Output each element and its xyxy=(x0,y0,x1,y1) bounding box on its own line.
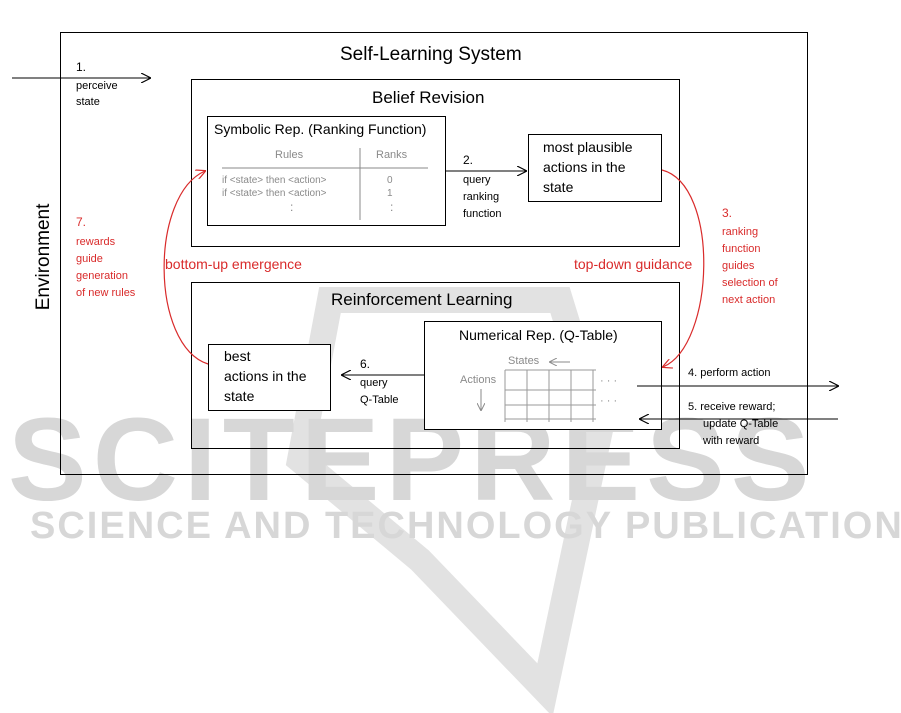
step-3-line-4: selection of xyxy=(722,277,778,289)
step-7-number: 7. xyxy=(76,215,87,229)
step-1-line-2: state xyxy=(76,96,100,108)
step-1-number: 1. xyxy=(76,60,87,74)
reinforcement-learning-box xyxy=(191,282,680,449)
step-6-line-1: query xyxy=(360,377,388,389)
bottom-up-emergence-label: bottom-up emergence xyxy=(165,256,302,272)
step-2-line-1: query xyxy=(463,174,491,186)
best-actions-line-3: state xyxy=(224,388,255,404)
step-5-line-2: update Q-Table xyxy=(703,418,779,430)
most-plausible-line-1: most plausible xyxy=(543,139,633,155)
rule-row-1: if <state> then <action> xyxy=(222,175,327,186)
symbolic-rep-title: Symbolic Rep. (Ranking Function) xyxy=(214,121,427,137)
step-3-line-2: function xyxy=(722,243,761,255)
columns-ellipsis: · · · xyxy=(600,375,618,387)
step-1-line-1: perceive xyxy=(76,80,118,92)
step-7-line-3: generation xyxy=(76,270,128,282)
belief-revision-title: Belief Revision xyxy=(372,88,485,107)
most-plausible-line-3: state xyxy=(543,179,574,195)
rank-row-2: 1 xyxy=(387,188,393,199)
best-actions-line-2: actions in the xyxy=(224,368,307,384)
step-7-line-2: guide xyxy=(76,253,103,265)
rows-ellipsis: · · · xyxy=(600,395,618,407)
most-plausible-box xyxy=(528,134,662,202)
most-plausible-line-2: actions in the xyxy=(543,159,626,175)
step-6-number: 6. xyxy=(360,357,371,371)
best-actions-box xyxy=(208,344,331,411)
self-learning-system-box xyxy=(60,32,808,475)
step-3-line-3: guides xyxy=(722,260,755,272)
ranks-ellipsis: : xyxy=(390,200,394,214)
rules-ellipsis: : xyxy=(290,200,294,214)
q-table-grid xyxy=(504,369,596,422)
bottom-up-arc xyxy=(163,171,209,365)
step-4-label: 4. perform action xyxy=(688,367,771,379)
symbolic-rep-box xyxy=(207,116,446,226)
numerical-rep-box xyxy=(424,321,662,430)
step-7-line-1: rewards xyxy=(76,236,116,248)
step-2-line-3: function xyxy=(463,208,502,220)
actions-label: Actions xyxy=(460,374,497,386)
watermark-text: SCITEPRESS xyxy=(8,394,816,526)
top-down-guidance-label: top-down guidance xyxy=(574,256,693,272)
step-3-line-1: ranking xyxy=(722,226,759,238)
best-actions-line-1: best xyxy=(224,348,251,364)
belief-revision-box xyxy=(191,79,680,247)
step-5-line-1: 5. receive reward; xyxy=(688,401,776,413)
step-7-line-4: of new rules xyxy=(76,287,136,299)
reinforcement-learning-title: Reinforcement Learning xyxy=(331,290,513,309)
top-down-arc xyxy=(662,169,705,367)
step-5-line-3: with reward xyxy=(703,435,760,447)
numerical-rep-title: Numerical Rep. (Q-Table) xyxy=(459,327,618,343)
states-label: States xyxy=(508,355,540,367)
step-2-number: 2. xyxy=(463,153,474,167)
system-title: Self-Learning System xyxy=(340,44,522,65)
rank-row-1: 0 xyxy=(387,175,393,186)
watermark-subtext: SCIENCE AND TECHNOLOGY PUBLICATIONS xyxy=(30,505,901,547)
step-2-line-2: ranking xyxy=(463,191,500,203)
rule-row-2: if <state> then <action> xyxy=(222,188,327,199)
step-6-line-2: Q-Table xyxy=(360,394,399,406)
step-3-number: 3. xyxy=(722,206,733,220)
step-3-line-5: next action xyxy=(722,294,776,306)
ranks-column-header: Ranks xyxy=(376,149,408,161)
rules-column-header: Rules xyxy=(275,149,304,161)
